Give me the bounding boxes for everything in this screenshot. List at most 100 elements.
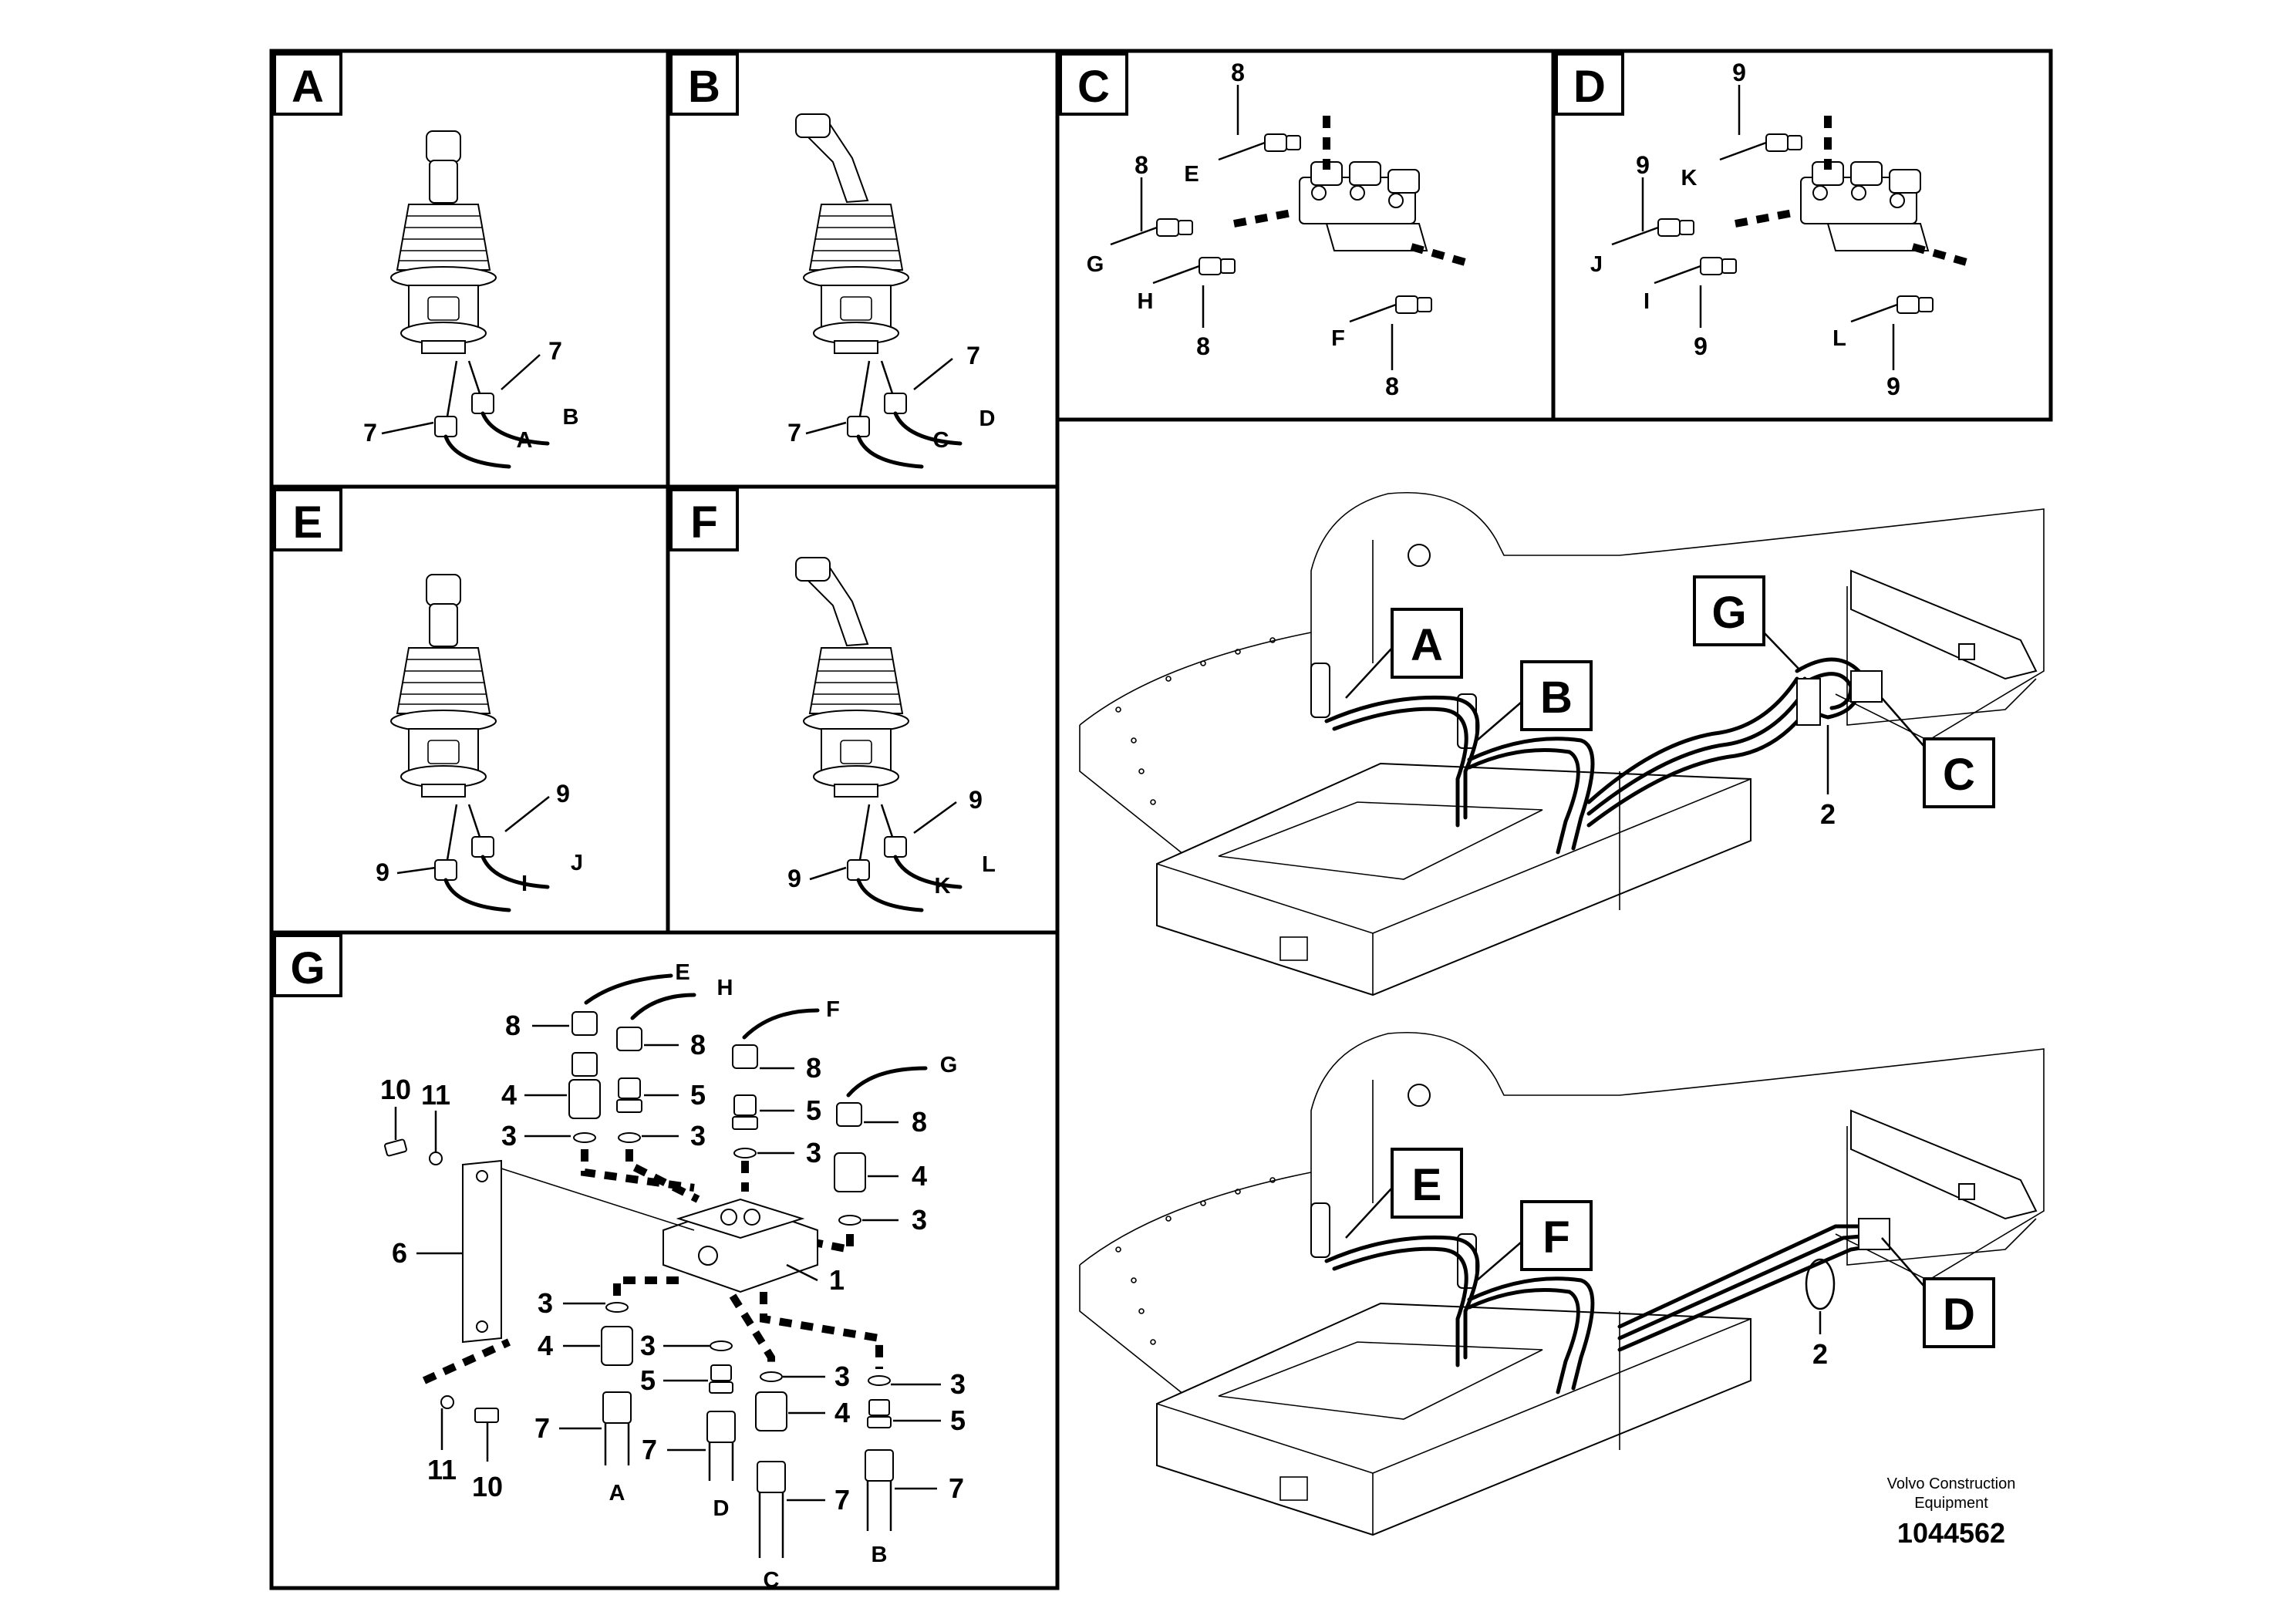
label: C (933, 428, 949, 453)
joystick-straight (390, 130, 497, 354)
label: 11 (421, 1079, 450, 1111)
callout-box (1923, 1277, 1995, 1348)
label: 7 (834, 1484, 850, 1516)
label: L (982, 852, 996, 877)
label: H (1138, 289, 1154, 314)
label: 3 (912, 1204, 927, 1236)
label: 8 (1135, 151, 1148, 179)
callout-box (1923, 737, 1995, 808)
label: 10 (380, 1074, 411, 1105)
label: J (571, 851, 583, 875)
panel-f: F 9 9 K L (669, 488, 996, 910)
label: 3 (538, 1287, 553, 1319)
label: E (675, 960, 689, 985)
label: 4 (834, 1397, 850, 1428)
panel-f-tag-box (669, 488, 739, 551)
callout-box (1693, 575, 1765, 646)
plug (1610, 218, 1695, 246)
panel-e-tag-box (273, 488, 342, 551)
brand-line-1: Volvo Construction (1887, 1475, 2016, 1492)
panel-a-tag: A (292, 62, 324, 112)
callout: C (1943, 750, 1975, 800)
label: 8 (1385, 373, 1399, 400)
label: 8 (912, 1106, 927, 1138)
plug (1109, 218, 1194, 246)
label: 3 (806, 1137, 821, 1168)
label: 9 (969, 786, 983, 814)
label: E (1184, 162, 1199, 187)
panel-g-tag-box (273, 934, 342, 997)
panel-f-tag: F (690, 497, 717, 548)
panel-b-tag-box (669, 52, 739, 116)
callout: A (1411, 620, 1443, 670)
panel-a-tag-box (273, 52, 342, 116)
label: D (713, 1496, 730, 1521)
label: 6 (392, 1237, 407, 1269)
label: I (521, 872, 528, 896)
label: 9 (1694, 332, 1708, 360)
label: K (1681, 166, 1698, 191)
label: 7 (949, 1472, 964, 1504)
label: 4 (538, 1330, 553, 1361)
panel-frames (269, 49, 2053, 1590)
label: 2 (1812, 1338, 1828, 1370)
panel-b: B 7 7 C D (669, 52, 995, 467)
callout-box (1520, 660, 1593, 731)
label: 7 (642, 1434, 657, 1465)
label: 7 (363, 419, 377, 447)
label: 5 (806, 1094, 821, 1126)
label: F (826, 997, 840, 1022)
label: 1 (829, 1264, 845, 1296)
label: J (1590, 252, 1603, 277)
plug (1849, 295, 1934, 323)
panel-g: G E H F G (273, 934, 966, 1593)
label: 9 (556, 780, 570, 808)
overview-upper: 2 A B G C (1079, 491, 2045, 996)
panel-c-tag: C (1077, 62, 1110, 112)
panel-a: A 7 7 A B (273, 52, 579, 467)
label: C (764, 1568, 780, 1593)
brand-line-2: Equipment (1914, 1495, 1988, 1512)
label: 5 (690, 1079, 706, 1111)
joystick-bent (795, 113, 909, 354)
label: I (1644, 289, 1650, 314)
plug (1151, 256, 1236, 285)
panel-e: E 9 9 I J (273, 488, 583, 910)
plug (1348, 295, 1433, 323)
label: 3 (690, 1120, 706, 1152)
callout-box (1391, 1148, 1463, 1219)
label: G (1087, 252, 1104, 277)
panel-c-tag-box (1059, 52, 1128, 116)
platform-holes (1115, 1177, 1276, 1345)
callout: B (1540, 673, 1573, 723)
joystick-straight (390, 574, 497, 798)
label: 4 (501, 1079, 517, 1111)
label: 3 (501, 1120, 517, 1152)
label: G (940, 1053, 958, 1077)
label: 9 (1732, 59, 1746, 86)
label: 2 (1820, 798, 1836, 830)
label: F (1331, 326, 1345, 351)
label: A (517, 428, 533, 453)
label: 3 (640, 1330, 656, 1361)
label: 4 (912, 1160, 927, 1192)
callout: F (1542, 1212, 1569, 1263)
callout-box (1520, 1200, 1593, 1271)
panel-b-tag: B (688, 62, 720, 112)
plug (1653, 256, 1738, 285)
label: A (609, 1481, 625, 1506)
panel-d-tag: D (1573, 62, 1606, 112)
plug (1718, 133, 1803, 161)
callout: E (1412, 1160, 1442, 1210)
valve-block (1800, 161, 1929, 251)
label: K (935, 874, 951, 899)
label: 7 (787, 419, 801, 447)
panel-d-tag-box (1555, 52, 1624, 116)
label: 8 (1196, 332, 1210, 360)
panel-d: D 9 9 K J I 9 L 9 (1555, 52, 1968, 400)
label: 8 (505, 1010, 521, 1041)
label: 8 (690, 1029, 706, 1061)
label: 9 (376, 858, 389, 886)
label: B (563, 405, 579, 430)
label: 11 (427, 1454, 457, 1485)
